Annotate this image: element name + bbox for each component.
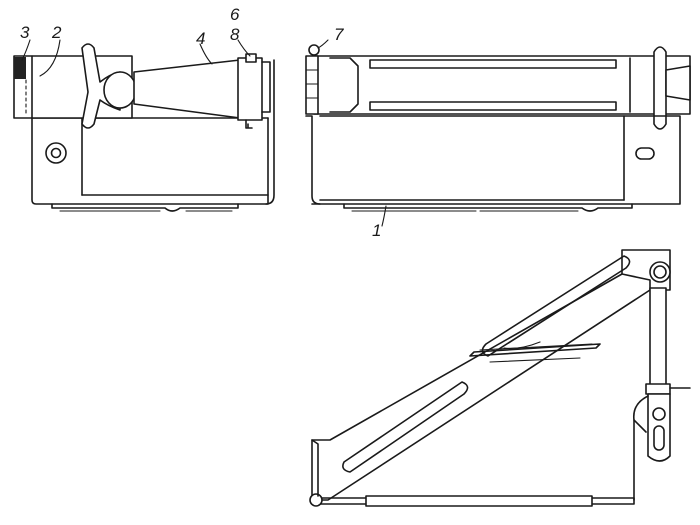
- hinge-end: [305, 55, 319, 115]
- lower-arm-edge: [311, 439, 319, 497]
- post-collar: [645, 383, 671, 395]
- ring-7: [308, 44, 320, 56]
- round-bolt-left: [45, 142, 67, 164]
- housing-body-right: [311, 115, 681, 205]
- handle-flange-right: [665, 65, 691, 101]
- vertical-wire-left: [265, 59, 275, 205]
- diagonal-arm: [311, 273, 651, 501]
- right-top-view: 7 1: [305, 25, 691, 240]
- unfolded-view: [309, 249, 691, 507]
- leader-3: [21, 39, 31, 61]
- leader-8: [237, 39, 251, 57]
- end-bracket: [261, 61, 271, 113]
- hatched-pad: [14, 57, 26, 79]
- hook-pivot: [652, 407, 666, 421]
- leader-4: [199, 43, 213, 65]
- wire-frame-right: [305, 115, 321, 205]
- diagonal-slot-upper: [481, 255, 631, 357]
- end-pin: [245, 119, 253, 129]
- top-pivot: [649, 261, 671, 283]
- base-rail-left: [51, 203, 239, 212]
- label-8: 8: [230, 25, 240, 44]
- oval-slot-right: [635, 147, 655, 160]
- label-6: 6: [230, 5, 240, 24]
- lower-slot: [369, 101, 617, 111]
- leader-2: [39, 39, 61, 77]
- cross-band-lines: [479, 343, 593, 363]
- cross-band: [469, 343, 601, 357]
- t-handle-right: [653, 46, 667, 130]
- base-rail-right: [343, 203, 633, 212]
- handle-hub: [103, 71, 137, 109]
- label-7: 7: [334, 25, 344, 44]
- tapered-rod: [133, 59, 241, 119]
- label-2: 2: [51, 23, 62, 42]
- leader-7: [317, 39, 329, 49]
- t-handle-knob: [81, 43, 121, 129]
- left-side-view: 3 2 4 6 8: [13, 5, 275, 212]
- hook-slot: [653, 425, 665, 451]
- housing-body-left: [31, 117, 269, 205]
- bottom-pivot: [309, 493, 323, 507]
- end-fitting: [237, 57, 263, 121]
- vertical-post: [649, 287, 667, 389]
- diagonal-slot-lower: [342, 381, 469, 473]
- top-pivot-inner: [653, 265, 667, 279]
- label-4: 4: [196, 29, 205, 48]
- hook-curve: [632, 395, 649, 433]
- label-3: 3: [20, 23, 30, 42]
- cross-curve: [503, 341, 541, 349]
- label-1: 1: [372, 221, 381, 240]
- plate-end-notch: [329, 57, 359, 113]
- slotted-plate: [313, 55, 691, 115]
- lower-hook: [647, 393, 671, 462]
- round-bolt-center-left: [50, 147, 62, 159]
- leader-1: [381, 205, 387, 227]
- bottom-rod-sleeve: [365, 495, 593, 507]
- upper-slot: [369, 59, 617, 69]
- end-fitting-cap: [245, 53, 257, 63]
